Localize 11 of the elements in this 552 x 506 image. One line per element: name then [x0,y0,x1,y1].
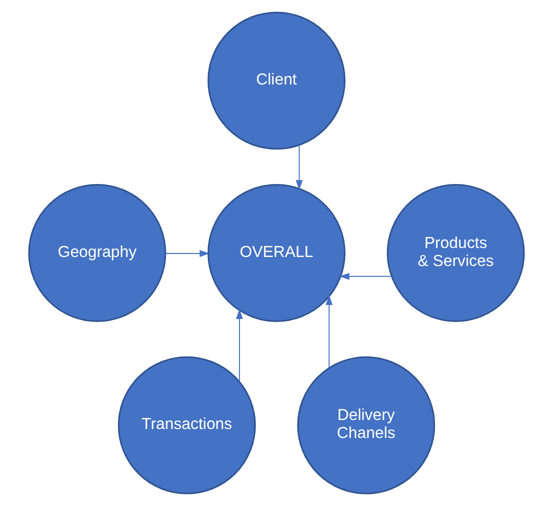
node-circle: OVERALL [207,184,345,322]
node-circle: Delivery Chanels [296,356,435,494]
arrow [338,272,392,280]
node-circle: Client [207,12,345,150]
arrow [325,294,332,368]
arrow [235,308,242,382]
arrow [164,250,210,257]
node-circle: Geography [28,184,166,322]
node-circle: Products & Services [386,184,524,322]
arrow [295,144,302,190]
node-circle: Transactions [117,356,256,494]
